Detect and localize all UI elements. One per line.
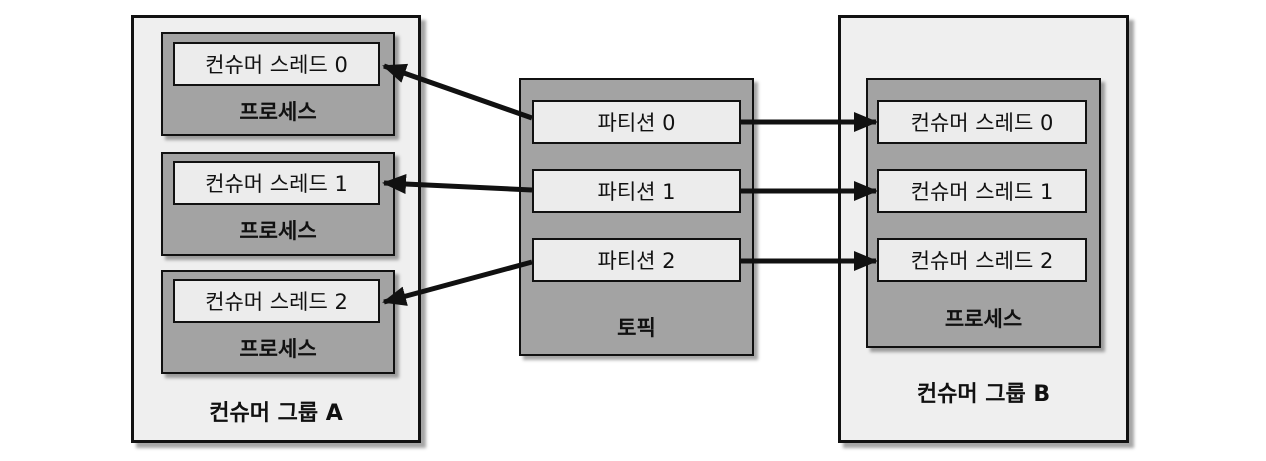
partition-2: 파티션 2: [532, 238, 741, 282]
group-b-title: 컨슈머 그룹 B: [916, 382, 1051, 407]
group-a-thread-2: 컨슈머 스레드 2: [173, 279, 380, 323]
arrow-p1-to-a1: [382, 174, 533, 195]
group-a-thread-0: 컨슈머 스레드 0: [173, 42, 380, 86]
group-b-thread-1: 컨슈머 스레드 1: [877, 169, 1087, 213]
partition-1: 파티션 1: [532, 169, 741, 213]
group-a-process-0-label: 프로세스: [239, 100, 317, 124]
arrow-p2-to-a2: [382, 259, 533, 306]
partition-0: 파티션 0: [532, 100, 741, 144]
topic-title: 토픽: [617, 316, 656, 340]
group-b-process-label: 프로세스: [944, 307, 1023, 331]
group-b-thread-0: 컨슈머 스레드 0: [877, 100, 1087, 144]
group-a-process-2-label: 프로세스: [239, 337, 317, 361]
group-a-title: 컨슈머 그룹 A: [209, 401, 343, 426]
arrow-p0-to-a0: [382, 63, 533, 121]
group-a-process-1-label: 프로세스: [239, 219, 317, 243]
group-a-thread-1: 컨슈머 스레드 1: [173, 161, 380, 205]
group-b-thread-2: 컨슈머 스레드 2: [877, 238, 1087, 282]
